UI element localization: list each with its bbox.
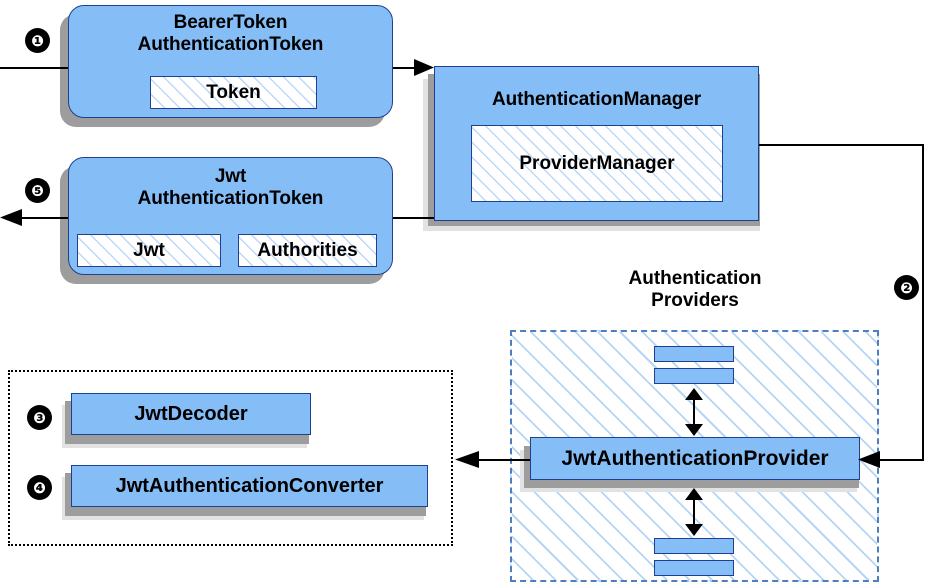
arrowhead-provider-bottom-down: [685, 524, 703, 536]
provider-stack-bottom-bar-2: [654, 560, 734, 576]
provider-stack-top-bar-2: [654, 368, 734, 384]
step-marker-5: ❺: [25, 178, 50, 203]
provider-stack-bottom-bar-1: [654, 538, 734, 554]
arrowhead-provider-top-up: [685, 388, 703, 400]
arrowhead-into-provider: [858, 451, 880, 468]
authentication-providers-label-line2: Providers: [651, 290, 739, 311]
bearer-token-box[interactable]: BearerToken AuthenticationToken Token: [68, 5, 393, 118]
jwt-decoder-label: JwtDecoder: [134, 402, 248, 425]
jwt-token-box[interactable]: Jwt AuthenticationToken Jwt Authorities: [68, 157, 393, 275]
connector-manager-to-jwt-token: [388, 217, 434, 219]
connector-provider-to-support: [478, 459, 530, 461]
step-marker-1: ❶: [25, 28, 50, 53]
connector-right-down: [922, 144, 924, 460]
authentication-manager-title: AuthenticationManager: [491, 89, 702, 110]
authentication-providers-label-line1: Authentication: [628, 268, 762, 289]
jwt-authentication-provider-label: JwtAuthenticationProvider: [561, 446, 829, 470]
connector-response-out: [10, 217, 80, 219]
provider-manager-chip[interactable]: ProviderManager: [471, 125, 723, 202]
provider-stack-top-bar-1: [654, 346, 734, 362]
connector-request-in: [0, 67, 78, 69]
step-marker-3: ❸: [27, 405, 52, 430]
arrowhead-provider-to-support: [455, 451, 479, 468]
jwt-token-title-line1: Jwt: [214, 166, 247, 187]
jwt-decoder-box[interactable]: JwtDecoder: [71, 393, 311, 435]
arrowhead-response-out: [0, 209, 22, 226]
connector-provider-bottom: [693, 492, 695, 532]
bearer-token-title-line1: BearerToken: [173, 12, 288, 33]
jwt-authentication-converter-box[interactable]: JwtAuthenticationConverter: [71, 465, 428, 507]
jwt-token-title-line2: AuthenticationToken: [137, 188, 324, 209]
connector-manager-right: [758, 144, 924, 146]
authentication-manager-box[interactable]: AuthenticationManager ProviderManager: [434, 66, 759, 221]
connector-token-to-manager: [388, 67, 428, 69]
jwt-authentication-provider-box[interactable]: JwtAuthenticationProvider: [530, 437, 860, 480]
arrowhead-token-to-manager: [414, 59, 434, 76]
step-marker-4: ❹: [27, 475, 52, 500]
step-marker-2: ❷: [894, 275, 919, 300]
jwt-authentication-converter-label: JwtAuthenticationConverter: [115, 474, 384, 497]
jwt-support-container: [8, 370, 453, 546]
connector-into-provider: [866, 459, 924, 461]
jwt-chip[interactable]: Jwt: [77, 234, 221, 267]
arrowhead-provider-top-down: [685, 424, 703, 436]
bearer-token-title-line2: AuthenticationToken: [137, 34, 324, 55]
arrowhead-provider-bottom-up: [685, 488, 703, 500]
authorities-chip[interactable]: Authorities: [238, 234, 377, 267]
connector-provider-top: [693, 392, 695, 432]
bearer-token-chip[interactable]: Token: [150, 76, 317, 109]
